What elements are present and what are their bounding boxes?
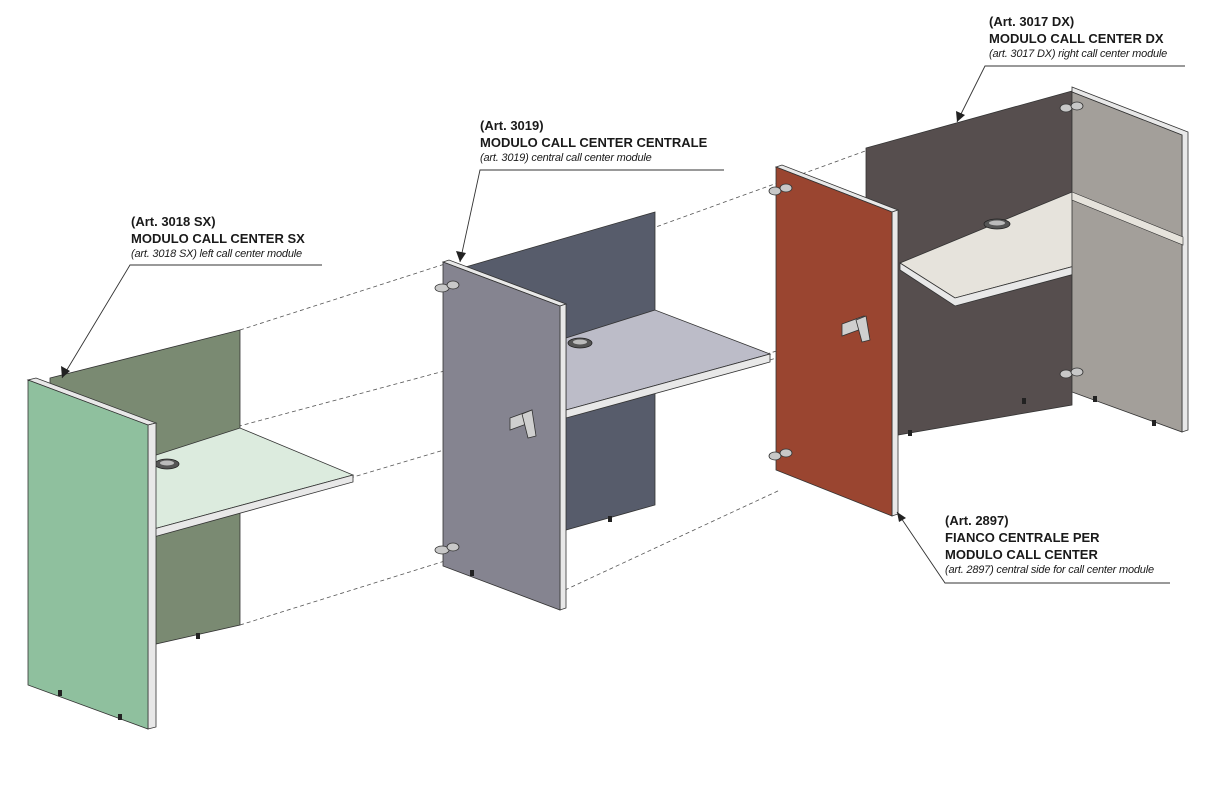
left-module-code: (Art. 3018 SX) [131, 214, 216, 229]
separator-panel-face [775, 166, 893, 517]
right-side-panel [1071, 91, 1183, 433]
right-module-code: (Art. 3017 DX) [989, 14, 1075, 29]
central-side-panel-edge [559, 303, 567, 611]
label-separator-panel: (Art. 2897) FIANCO CENTRALE PER MODULO C… [945, 512, 1154, 578]
hinge-icon [434, 542, 460, 555]
foot [908, 430, 912, 436]
central-module-desc: (art. 3019) central call center module [480, 152, 652, 164]
left-module-desc: (art. 3018 SX) left call center module [131, 248, 302, 260]
arrow-right-icon [956, 111, 965, 122]
leader-arrowheads [61, 111, 965, 522]
separator-panel [768, 164, 900, 517]
bracket-icon [509, 409, 537, 439]
foot [58, 690, 62, 696]
cable-grommet-icon [989, 220, 1005, 226]
central-module [434, 211, 772, 611]
right-desk-under [1071, 191, 1184, 246]
left-module-name: MODULO CALL CENTER SX [131, 231, 305, 246]
foot [470, 570, 474, 576]
right-module [865, 86, 1189, 436]
separator-panel-desc: (art. 2897) central side for call center… [945, 564, 1154, 576]
left-side-panel [27, 379, 149, 730]
left-side-panel-edge [147, 422, 157, 730]
central-module-name: MODULO CALL CENTER CENTRALE [480, 135, 708, 150]
arrow-left-icon [61, 366, 70, 378]
separator-panel-name-line1: FIANCO CENTRALE PER [945, 530, 1100, 545]
hinge-icon [768, 183, 793, 196]
foot [1152, 420, 1156, 426]
leader-line-left [61, 264, 322, 379]
leader-line-right [956, 65, 1185, 123]
arrow-central-icon [456, 251, 466, 262]
hinge-icon [1059, 101, 1084, 113]
central-module-code: (Art. 3019) [480, 118, 544, 133]
left-module [26, 329, 355, 730]
central-side-panel [442, 261, 561, 611]
hinge-icon [434, 280, 460, 293]
leader-line-side [896, 511, 1170, 584]
label-right-module: (Art. 3017 DX) MODULO CALL CENTER DX (ar… [989, 13, 1167, 62]
foot [118, 714, 122, 720]
right-module-desc: (art. 3017 DX) right call center module [989, 48, 1168, 60]
right-module-name: MODULO CALL CENTER DX [989, 31, 1164, 46]
foot [608, 516, 612, 522]
separator-panel-name-line2: MODULO CALL CENTER [945, 547, 1098, 562]
foot [196, 633, 200, 639]
cable-grommet-icon [160, 460, 174, 466]
leader-line-central [459, 169, 724, 263]
hinge-icon [1059, 367, 1084, 379]
cable-grommet-icon [573, 339, 587, 345]
bracket-icon [841, 315, 871, 343]
label-left-module: (Art. 3018 SX) MODULO CALL CENTER SX (ar… [131, 213, 305, 262]
foot [1022, 398, 1026, 404]
foot [1093, 396, 1097, 402]
label-central-module: (Art. 3019) MODULO CALL CENTER CENTRALE … [480, 117, 707, 166]
arrow-side-icon [897, 512, 906, 522]
hinge-icon [768, 448, 793, 461]
separator-panel-edge [891, 209, 899, 517]
separator-panel-code: (Art. 2897) [945, 513, 1009, 528]
leader-lines [61, 65, 1185, 584]
